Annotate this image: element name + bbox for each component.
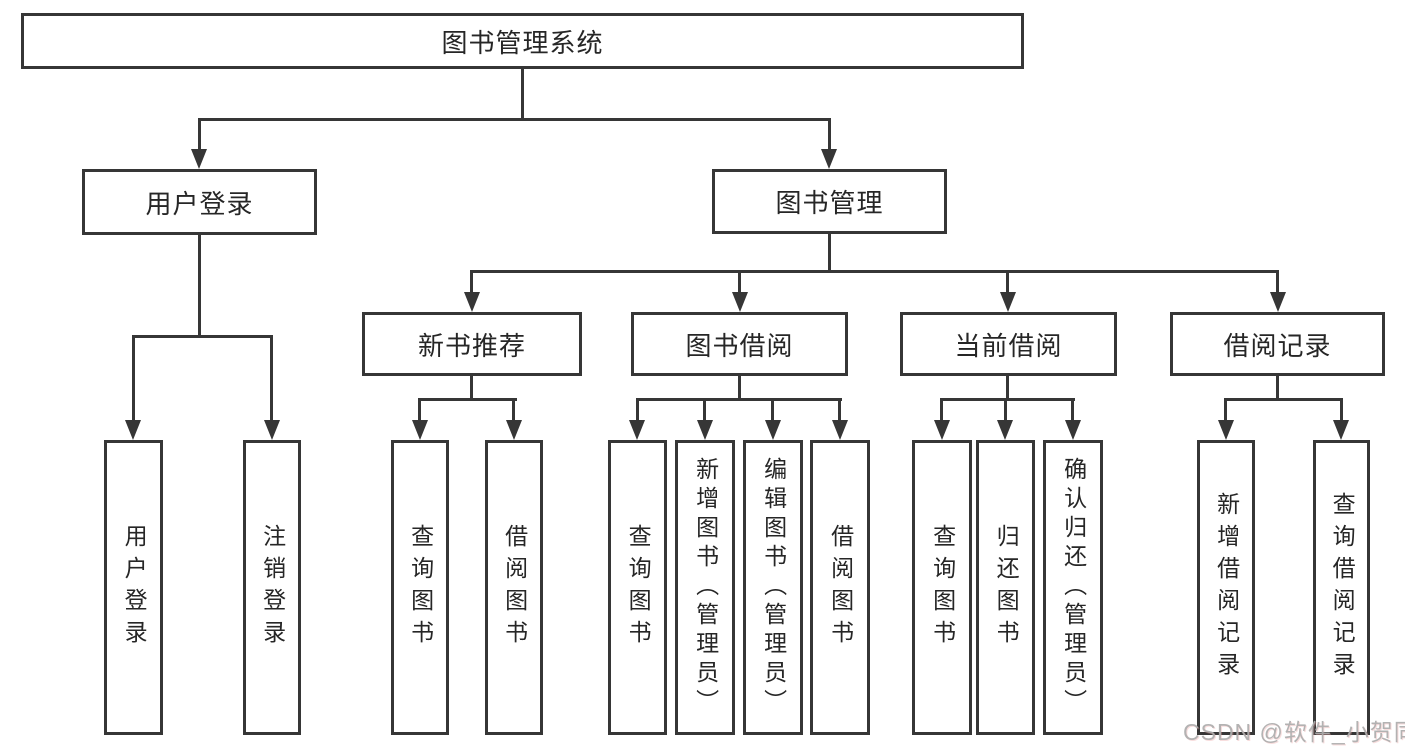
connector-stem-new-book-rec xyxy=(470,270,473,292)
connector-stem-add-books xyxy=(703,398,706,420)
connector-stem-borrow-records xyxy=(1276,270,1279,292)
connector-stem-add-borrow-record xyxy=(1224,398,1227,420)
arrow-query-borrow-record xyxy=(1333,420,1349,440)
arrow-leaf-logout xyxy=(264,420,280,440)
connector-root-rail xyxy=(198,118,831,121)
arrow-leaf-user-login xyxy=(125,420,141,440)
leaf-query-books-rec: 查询图书 xyxy=(391,440,449,735)
leaf-query-books-borrow: 查询图书 xyxy=(608,440,667,735)
node-book-management-label: 图书管理 xyxy=(775,188,884,218)
arrow-current-borrow xyxy=(1000,292,1016,312)
csdn-watermark: CSDN @软件_小贺同学 xyxy=(1183,719,1405,745)
connector-book-borrow-rail xyxy=(636,398,842,401)
leaf-add-books: 新增图书（管理员） xyxy=(675,440,735,735)
leaf-logout: 注销登录 xyxy=(243,440,301,735)
connector-stem-user-login xyxy=(198,118,201,150)
leaf-borrow-books-borrow-label: 借阅图书 xyxy=(827,523,854,652)
leaf-user-login-label: 用户登录 xyxy=(121,523,148,652)
node-book-management: 图书管理 xyxy=(712,169,947,234)
connector-stem-borrow-books-borrow xyxy=(838,398,841,420)
connector-stem-query-books-current xyxy=(940,398,943,420)
leaf-return-books: 归还图书 xyxy=(976,440,1035,735)
leaf-borrow-books-borrow: 借阅图书 xyxy=(810,440,870,735)
arrow-borrow-books-borrow xyxy=(832,420,848,440)
connector-current-borrow-drop xyxy=(1006,376,1009,398)
node-new-book-rec-label: 新书推荐 xyxy=(417,330,526,361)
leaf-borrow-books-rec: 借阅图书 xyxy=(485,440,543,735)
connector-stem-query-books-rec xyxy=(418,398,421,420)
arrow-book-management xyxy=(821,149,837,169)
connector-stem-return-books xyxy=(1004,398,1007,420)
connector-book-management-rail xyxy=(470,270,1279,273)
connector-new-book-rec-drop xyxy=(470,376,473,398)
arrow-add-borrow-record xyxy=(1218,420,1234,440)
connector-borrow-records-rail xyxy=(1224,398,1343,401)
node-new-book-rec: 新书推荐 xyxy=(362,312,582,376)
leaf-borrow-books-rec-label: 借阅图书 xyxy=(501,523,528,652)
connector-borrow-records-drop xyxy=(1276,376,1279,398)
node-user-login: 用户登录 xyxy=(82,169,317,235)
arrow-query-books-borrow xyxy=(629,420,645,440)
arrow-confirm-return xyxy=(1065,420,1081,440)
leaf-query-borrow-record: 查询借阅记录 xyxy=(1313,440,1370,735)
leaf-query-books-borrow-label: 查询图书 xyxy=(625,523,652,652)
node-current-borrow: 当前借阅 xyxy=(900,312,1117,376)
connector-stem-confirm-return xyxy=(1071,398,1074,420)
connector-stem-book-management xyxy=(828,118,831,150)
arrow-borrow-records xyxy=(1270,292,1286,312)
leaf-query-borrow-record-label: 查询借阅记录 xyxy=(1329,491,1356,684)
leaf-confirm-return: 确认归还（管理员） xyxy=(1043,440,1103,735)
connector-user-login-drop xyxy=(198,235,201,335)
connector-book-borrow-drop xyxy=(738,376,741,398)
connector-stem-book-borrow xyxy=(738,270,741,292)
arrow-book-borrow xyxy=(732,292,748,312)
node-borrow-records: 借阅记录 xyxy=(1170,312,1385,376)
arrow-query-books-current xyxy=(934,420,950,440)
leaf-query-books-current-label: 查询图书 xyxy=(929,523,956,652)
arrow-return-books xyxy=(997,420,1013,440)
leaf-add-books-label: 新增图书（管理员） xyxy=(692,457,719,718)
node-book-borrow: 图书借阅 xyxy=(631,312,848,376)
leaf-edit-books: 编辑图书（管理员） xyxy=(743,440,803,735)
leaf-query-books-current: 查询图书 xyxy=(912,440,972,735)
connector-stem-query-borrow-record xyxy=(1340,398,1343,420)
arrow-new-book-rec xyxy=(464,292,480,312)
node-root-title: 图书管理系统 xyxy=(21,13,1024,69)
node-book-borrow-label: 图书借阅 xyxy=(685,330,794,361)
leaf-query-books-rec-label: 查询图书 xyxy=(407,523,434,652)
leaf-user-login: 用户登录 xyxy=(104,440,163,735)
arrow-borrow-books-rec xyxy=(506,420,522,440)
leaf-logout-label: 注销登录 xyxy=(259,523,286,652)
connector-stem-leaf-user-login xyxy=(132,335,135,420)
leaf-confirm-return-label: 确认归还（管理员） xyxy=(1060,457,1087,718)
arrow-edit-books xyxy=(765,420,781,440)
connector-root-drop xyxy=(521,69,524,118)
node-borrow-records-label: 借阅记录 xyxy=(1223,330,1332,361)
arrow-user-login xyxy=(191,149,207,169)
connector-stem-leaf-logout xyxy=(270,335,273,420)
leaf-add-borrow-record-label: 新增借阅记录 xyxy=(1213,491,1240,684)
node-root-label: 图书管理系统 xyxy=(441,27,604,58)
node-current-borrow-label: 当前借阅 xyxy=(954,330,1063,361)
arrow-add-books xyxy=(697,420,713,440)
leaf-return-books-label: 归还图书 xyxy=(993,523,1020,652)
arrow-query-books-rec xyxy=(412,420,428,440)
connector-stem-borrow-books-rec xyxy=(512,398,515,420)
leaf-add-borrow-record: 新增借阅记录 xyxy=(1197,440,1255,735)
connector-current-borrow-rail xyxy=(940,398,1075,401)
connector-stem-current-borrow xyxy=(1006,270,1009,292)
connector-user-login-rail xyxy=(132,335,273,338)
connector-book-management-drop xyxy=(828,234,831,270)
leaf-edit-books-label: 编辑图书（管理员） xyxy=(760,457,787,718)
connector-stem-query-books-borrow xyxy=(636,398,639,420)
connector-stem-edit-books xyxy=(771,398,774,420)
connector-new-book-rec-rail xyxy=(418,398,517,401)
node-user-login-label: 用户登录 xyxy=(145,188,254,219)
